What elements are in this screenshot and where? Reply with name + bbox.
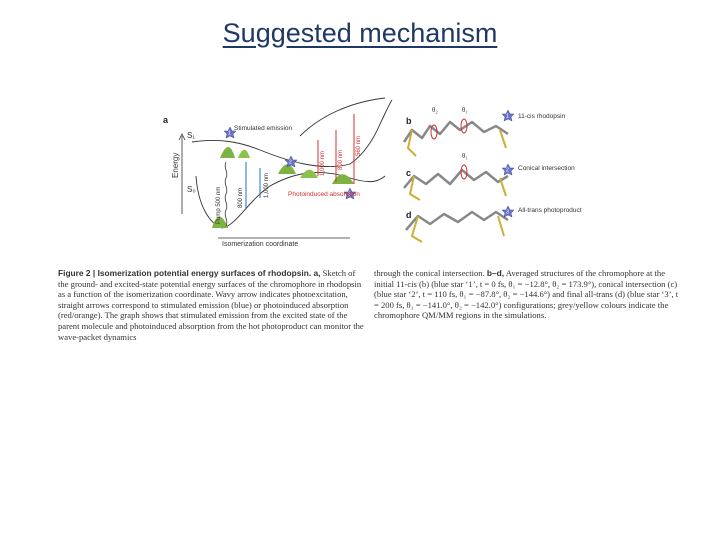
wavepacket-6 [212,216,228,228]
panel-d-label: d [406,210,412,220]
star-d-label: 3 [506,210,509,216]
photoinduced-absorption-label: Photoinduced absorption [288,191,360,198]
s0-curve [195,172,386,229]
star-3-icon [343,187,357,200]
rotation-arrow-2 [460,118,468,134]
star-2-label: 2 [289,160,292,166]
emission-800-label: 800 nm [238,188,244,208]
s1-label: S₁ [187,131,195,140]
energy-axis-head [178,133,186,141]
absorption-1000-label: 1,000 nm [320,151,326,176]
energy-axis-label: Energy [171,153,180,178]
pump-label: Pump 500 nm [216,187,222,224]
figure-caption-left: Figure 2 | Isomerization potential energ… [58,268,364,342]
wavepacket-1 [220,147,235,158]
star-b-icon [501,109,515,122]
all-trans-label: All-trans photoproduct [518,207,582,214]
figure: a Energy S₁ S₀ 1 2 3 [160,96,680,266]
panel-d: d 3 All-trans photoproduct [405,205,582,243]
star-d-icon [501,205,515,218]
structure-11-cis-qm [406,129,507,157]
s1-curve [191,99,393,168]
star-c-icon [501,163,515,176]
structure-11-cis [402,120,509,143]
panel-c-label: c [406,168,411,178]
panel-a-label: a [163,115,169,125]
theta1-label: θ₁ [462,106,468,114]
s0-label: S₀ [187,185,196,194]
figure-caption-right: through the conical intersection. b–d, A… [374,268,680,321]
structure-conical [403,168,509,189]
isomerization-coordinate-label: Isomerization coordinate [222,241,298,248]
star-b-label: 1 [506,114,509,120]
star-1-icon [223,126,237,139]
absorption-560-label: 560 nm [356,136,362,156]
structure-conical-qm [408,175,507,201]
theta2-label: θ₂ [432,106,438,114]
emission-1000-label: 1,000 nm [264,173,270,198]
panel-b: b θ₂ θ₁ 1 11-cis rhodopsin [402,106,566,157]
theta1-c-label: θ₁ [462,152,468,160]
panel-a: a Energy S₁ S₀ 1 2 3 [163,97,393,248]
rotation-arrow-c [460,164,468,180]
panel-b-label: b [406,116,412,126]
panel-c: c θ₁ 2 Conical intersection [403,152,575,201]
structure-all-trans-qm [410,215,505,243]
rhodopsin-label: 11-cis rhodopsin [518,113,566,120]
conical-label: Conical intersection [518,165,575,172]
wavepacket-2 [238,149,250,158]
stimulated-emission-label: Stimulated emission [234,125,293,132]
wavepacket-3 [278,164,296,174]
upper-curve [299,97,386,137]
structure-all-trans [405,210,509,231]
star-2-icon [284,155,298,168]
star-c-label: 2 [506,168,509,174]
star-1-label: 1 [228,131,231,137]
figure-graphic: a Energy S₁ S₀ 1 2 3 [163,97,582,248]
pump-arrow [224,161,228,227]
caption-left-text: Sketch of the ground- and excited-state … [58,268,364,342]
caption-title: Figure 2 | Isomerization potential energ… [58,268,321,278]
absorption-800-label: 800 nm [338,150,344,170]
slide-title: Suggested mechanism [222,18,498,48]
rotation-arrow-1 [430,124,438,140]
star-3-label: 3 [348,192,351,198]
wavepacket-5 [332,174,354,184]
caption-right-text-1: through the conical intersection. [374,268,487,278]
caption-right-text-2: Averaged structures of the chromophore a… [374,268,679,321]
caption-right-bold: b–d, [486,268,505,278]
wavepacket-4 [300,169,318,178]
